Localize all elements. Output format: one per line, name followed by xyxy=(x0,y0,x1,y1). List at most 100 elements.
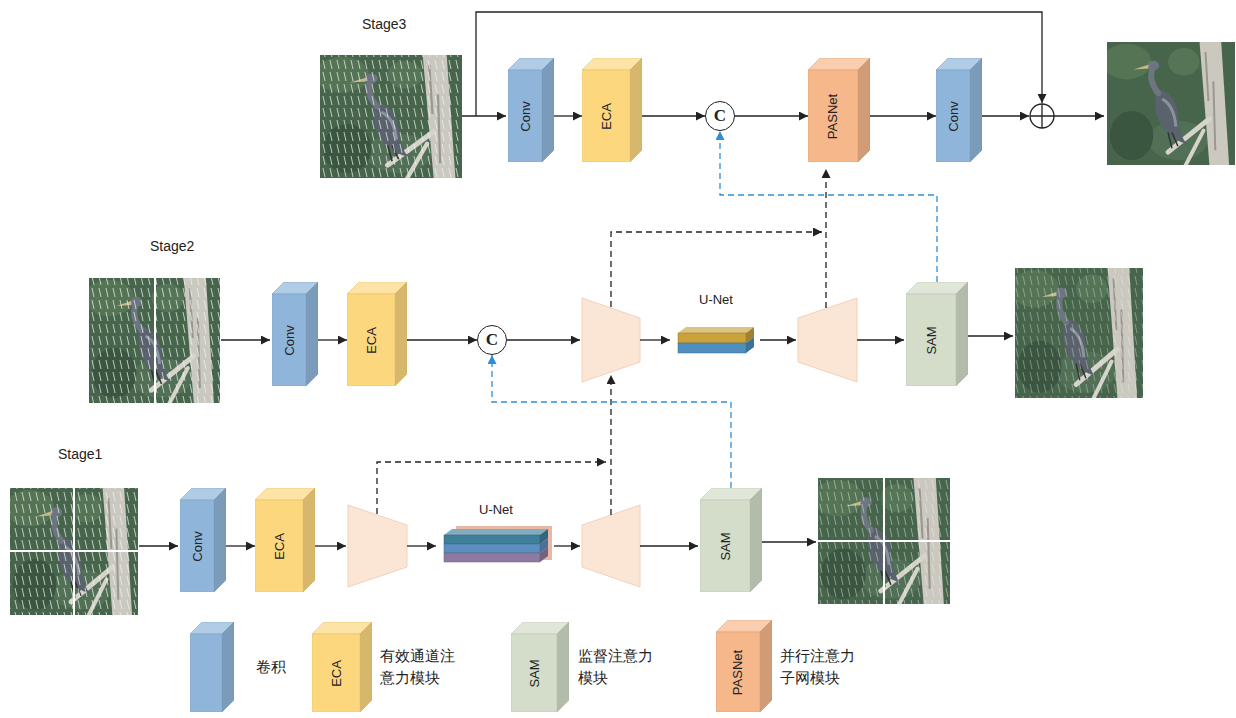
block-label: ECA xyxy=(271,533,286,560)
legend-swatch: SAM xyxy=(511,622,569,712)
block-front xyxy=(255,500,303,592)
block-label: ECA xyxy=(598,103,613,130)
skip-connections xyxy=(377,169,826,515)
legend-text: 并行注意力 子网模块 xyxy=(780,646,861,690)
block-front xyxy=(508,70,542,162)
block-front xyxy=(716,632,760,712)
input-image-stage2 xyxy=(84,278,220,403)
eca-block: ECA xyxy=(582,58,642,162)
block-side xyxy=(970,58,982,162)
unet-label: U-Net xyxy=(672,292,760,310)
encoder-decoder-trapezoids xyxy=(348,298,857,587)
flow-connector xyxy=(554,115,582,116)
data-flow-arrows xyxy=(139,12,1104,546)
conv-block: Conv xyxy=(272,282,318,386)
block-label: Conv xyxy=(189,531,204,561)
legend-swatch: PASNet xyxy=(716,620,772,712)
block-face: PASNet xyxy=(716,632,760,712)
pasnet-block: PASNet xyxy=(808,58,870,162)
legend-swatch-label: SAM xyxy=(526,659,541,687)
block-front xyxy=(906,294,956,386)
conv-block: Conv xyxy=(180,488,226,592)
legend-text: 有效通道注 意力模块 xyxy=(380,646,461,690)
block-side xyxy=(750,488,762,592)
block-face: SAM xyxy=(700,500,750,592)
block-label: PASNet xyxy=(826,93,841,138)
sam-block: SAM xyxy=(906,282,968,386)
layer-top xyxy=(678,327,754,333)
block-side xyxy=(630,58,642,162)
block-side xyxy=(557,622,569,712)
feedback-connector xyxy=(492,355,731,488)
block-front xyxy=(700,500,750,592)
unet-stack: U-Net xyxy=(438,502,554,576)
legend-swatch-label: ECA xyxy=(328,660,343,687)
unet-layers xyxy=(438,520,554,576)
sam-block: SAM xyxy=(700,488,762,592)
unet-layers xyxy=(672,310,760,366)
block-side xyxy=(395,282,407,386)
block-side xyxy=(303,488,315,592)
block-3d-shape xyxy=(190,622,234,712)
block-face: SAM xyxy=(906,294,956,386)
block-front xyxy=(312,634,360,712)
layer-side xyxy=(540,547,548,562)
stage-label: Stage1 xyxy=(58,446,102,462)
block-side xyxy=(360,622,372,712)
block-face xyxy=(190,634,222,712)
concat-label: C xyxy=(486,330,498,350)
legend-swatch: ECA xyxy=(312,622,372,712)
block-face: ECA xyxy=(255,500,303,592)
block-face: Conv xyxy=(272,294,306,386)
unet-label: U-Net xyxy=(438,502,554,520)
block-side xyxy=(542,58,554,162)
sum-symbol xyxy=(1030,104,1054,128)
block-side xyxy=(214,488,226,592)
block-face: Conv xyxy=(936,70,970,162)
block-front xyxy=(936,70,970,162)
eca-block: ECA xyxy=(347,282,407,386)
block-side xyxy=(760,620,772,712)
block-label: SAM xyxy=(717,532,732,560)
block-label: Conv xyxy=(281,325,296,355)
block-face: PASNet xyxy=(808,70,858,162)
flow-connector xyxy=(642,115,705,116)
conv-block: Conv xyxy=(508,58,554,162)
block-face: ECA xyxy=(312,634,360,712)
flow-connector xyxy=(407,339,477,340)
layer-side xyxy=(746,337,754,353)
block-front xyxy=(347,294,395,386)
stage-label: Stage3 xyxy=(362,16,406,32)
block-side xyxy=(956,282,968,386)
block-face: Conv xyxy=(508,70,542,162)
eca-block: ECA xyxy=(255,488,315,592)
flow-connector xyxy=(318,339,347,340)
conv-block: Conv xyxy=(936,58,982,162)
block-front xyxy=(180,500,214,592)
input-image-stage1 xyxy=(5,488,138,615)
flow-connector xyxy=(735,115,808,116)
block-label: Conv xyxy=(945,101,960,131)
legend-text: 监督注意力 模块 xyxy=(578,646,659,690)
block-side xyxy=(222,622,234,712)
flow-connector xyxy=(226,545,255,546)
block-front xyxy=(582,70,630,162)
block-label: SAM xyxy=(923,326,938,354)
block-face: ECA xyxy=(582,70,630,162)
concat-label: C xyxy=(714,106,726,126)
output-image-stage3 xyxy=(1102,42,1235,165)
block-front xyxy=(808,70,858,162)
block-front xyxy=(190,634,222,712)
input-image-stage3 xyxy=(315,55,462,178)
layer-front xyxy=(678,333,746,343)
output-image-stage2 xyxy=(1010,268,1143,398)
layer-front xyxy=(444,535,540,544)
stage-label: Stage2 xyxy=(150,238,194,254)
layer-front xyxy=(444,553,540,562)
block-side xyxy=(858,58,870,162)
layer-front xyxy=(678,343,746,353)
block-face: ECA xyxy=(347,294,395,386)
legend-swatch xyxy=(190,622,234,712)
block-side xyxy=(306,282,318,386)
